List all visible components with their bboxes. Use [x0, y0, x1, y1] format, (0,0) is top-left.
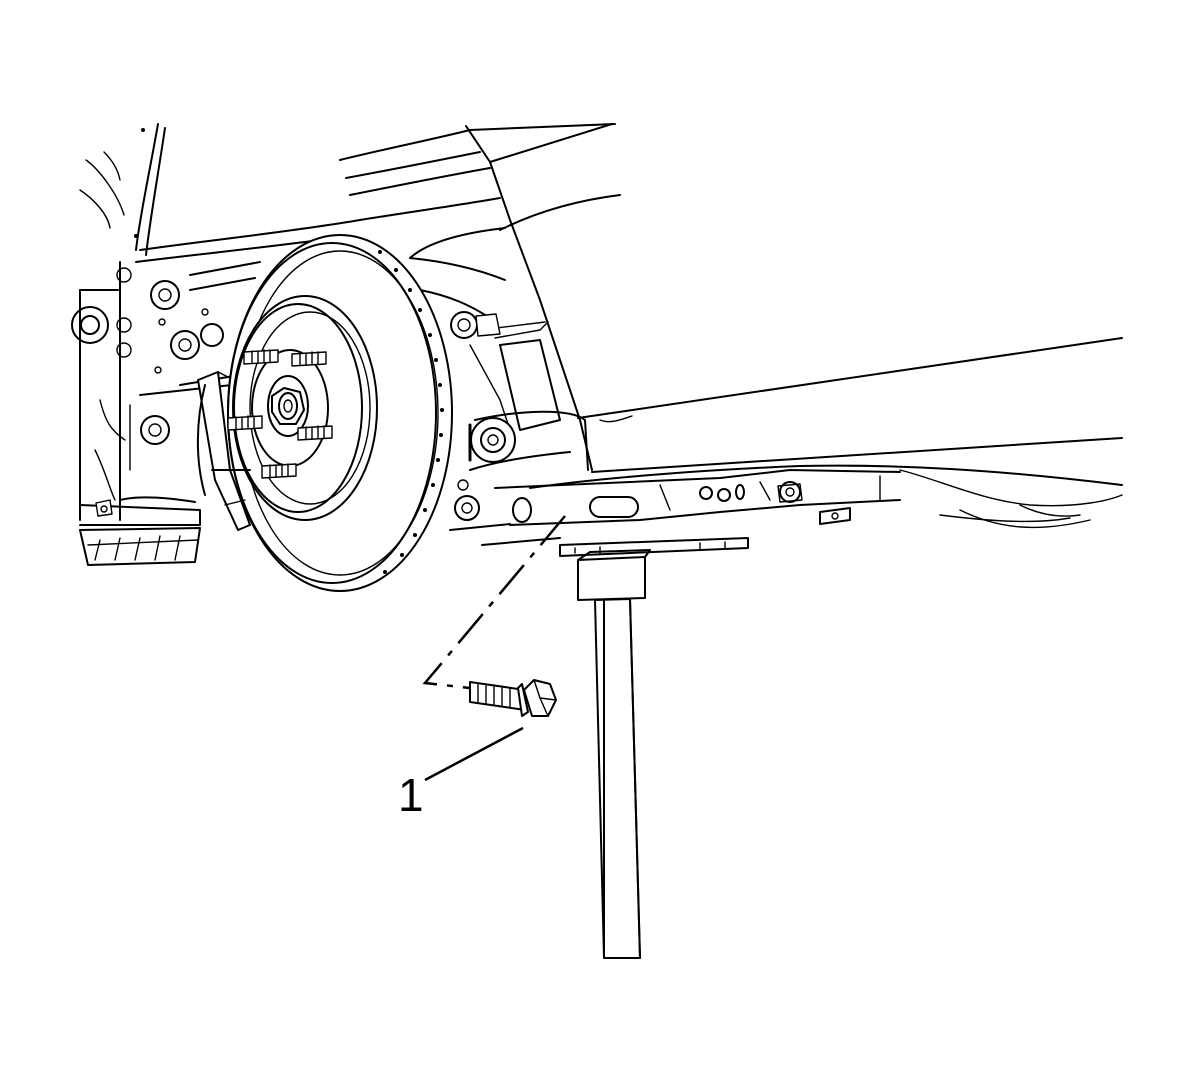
support-stand — [559, 537, 749, 959]
wheel-hub — [251, 349, 329, 467]
suspension-knuckle — [71, 261, 261, 566]
wheel-studs — [227, 349, 333, 479]
lower-control-arm — [449, 410, 589, 546]
caliper-bracket — [196, 371, 251, 531]
callout-number-1: 1 — [398, 769, 424, 821]
bolt-icon — [469, 679, 557, 717]
body-wheelhouse — [79, 123, 621, 471]
rocker-panel — [529, 337, 1123, 529]
brake-rotor — [227, 234, 453, 592]
bolt-alignment-leader — [422, 515, 566, 690]
rear-subframe — [494, 469, 901, 526]
upper-control-arm — [409, 227, 561, 431]
callout-1: 1 — [398, 726, 524, 821]
rotor-vent-marks — [378, 250, 444, 574]
